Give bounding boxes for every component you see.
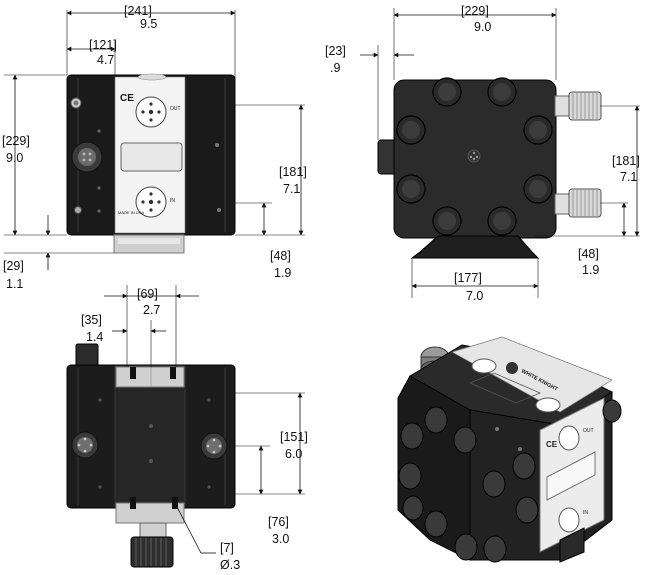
hole-diameter-in: Ø.3 [220, 558, 240, 572]
upper-height-mm: [151] [280, 430, 308, 444]
hole-diameter-mm: [7] [220, 541, 234, 555]
side-knob [377, 139, 397, 175]
front-width-mm: [241] [124, 4, 152, 18]
base-width-in: 7.0 [466, 289, 483, 303]
side-center-bolt-icon [467, 149, 481, 163]
lower-height-mm: [76] [268, 515, 289, 529]
rear-bottom-fitting [130, 536, 174, 568]
iso-ce-label: CE [546, 440, 558, 449]
iso-display-window [546, 451, 596, 501]
front-out-label: OUT [170, 106, 181, 112]
rear-view: [69] 2.7 [35] 1.4 [151] 6.0 [76] 3.0 [7]… [66, 285, 308, 572]
iso-top-strip [451, 336, 613, 413]
rear-knob [75, 343, 99, 367]
front-in-height-in: 1.9 [274, 266, 291, 280]
front-height-in: 9.0 [6, 151, 23, 165]
side-out-height-in: 7.1 [620, 170, 637, 184]
side-in-height-in: 1.9 [582, 263, 599, 277]
front-in-height-mm: [48] [270, 249, 291, 263]
front-view: CE OUT IN MADE IN USA [241] 9.5 [121] 4.… [2, 4, 307, 291]
front-out-height-in: 7.1 [283, 182, 300, 196]
iso-out-port-icon [558, 425, 580, 451]
brand-logo-icon [506, 362, 518, 374]
front-in-label: IN [170, 198, 175, 204]
front-out-height-mm: [181] [279, 165, 307, 179]
side-out-height-mm: [181] [612, 154, 640, 168]
slot-offset-in: 1.4 [86, 330, 103, 344]
front-ce-label: CE [120, 93, 134, 104]
base-offset-in: 1.1 [6, 277, 23, 291]
side-in-height-mm: [48] [578, 247, 599, 261]
iso-out-label: OUT [583, 428, 594, 434]
side-in-fitting [554, 188, 602, 218]
top-fitting [137, 73, 167, 81]
slot-offset-mm: [35] [81, 313, 102, 327]
front-display-window [120, 142, 183, 172]
iso-in-label: IN [583, 510, 588, 516]
base-width-mm: [177] [454, 271, 482, 285]
knob-offset-mm: [23] [325, 44, 346, 58]
side-width-mm: [229] [461, 4, 489, 18]
iso-in-port-icon [558, 507, 580, 533]
side-stand [410, 235, 540, 259]
side-out-fitting [554, 91, 602, 121]
made-in-usa-label: MADE IN USA [118, 210, 144, 215]
slot-spacing-mm: [69] [137, 287, 158, 301]
front-width-in: 9.5 [140, 17, 157, 31]
side-width-in: 9.0 [474, 20, 491, 34]
port-offset-in: 4.7 [97, 53, 114, 67]
upper-height-in: 6.0 [285, 447, 302, 461]
lower-height-in: 3.0 [272, 532, 289, 546]
knob-offset-in: .9 [330, 61, 340, 75]
front-led-icon [74, 206, 82, 214]
front-height-mm: [229] [2, 134, 30, 148]
side-view: [229] 9.0 [23] .9 [181] 7.1 [48] 1.9 [17… [325, 4, 640, 303]
slot-spacing-in: 2.7 [143, 303, 160, 317]
base-offset-mm: [29] [3, 259, 24, 273]
isometric-view: WHITE KNIGHT CE OUT IN [397, 336, 622, 563]
port-offset-mm: [121] [89, 38, 117, 52]
